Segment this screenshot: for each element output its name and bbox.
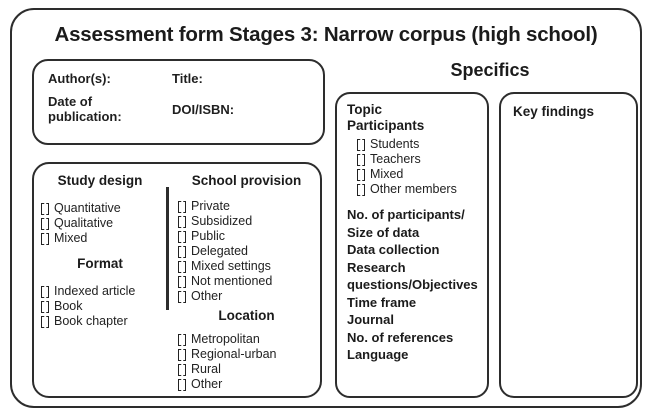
- option-label: Mixed: [370, 167, 404, 181]
- checkbox-icon[interactable]: [178, 230, 186, 243]
- checkbox-icon[interactable]: [41, 202, 49, 215]
- field-item: Language: [347, 347, 409, 362]
- field-item: No. of references: [347, 329, 454, 345]
- checkbox-icon[interactable]: [41, 217, 49, 230]
- key-findings-heading: Key findings: [513, 104, 595, 119]
- field-item: No. of participants/ Size of data: [347, 207, 465, 240]
- option-label: Mixed: [54, 231, 88, 245]
- option-label: Other members: [370, 182, 457, 196]
- checkbox-option[interactable]: Metropolitan: [178, 332, 322, 347]
- option-label: Quantitative: [54, 201, 121, 215]
- checkbox-option[interactable]: Regional-urban: [178, 347, 322, 362]
- checkbox-icon[interactable]: [178, 275, 186, 288]
- checkbox-icon[interactable]: [357, 138, 365, 151]
- option-label: Students: [370, 137, 420, 151]
- checkbox-icon[interactable]: [178, 333, 186, 346]
- checkbox-option[interactable]: Rural: [178, 362, 322, 377]
- checkbox-icon[interactable]: [41, 232, 49, 245]
- school-provision-heading: School provision: [191, 173, 302, 188]
- checkbox-icon[interactable]: [178, 378, 186, 391]
- checkbox-option[interactable]: Other: [178, 377, 322, 392]
- option-label: Other: [191, 289, 223, 303]
- publication-date-label: Date of publication:: [48, 94, 122, 124]
- checkbox-option[interactable]: Other members: [357, 182, 483, 197]
- checkbox-icon[interactable]: [41, 285, 49, 298]
- form-outer-frame: Assessment form Stages 3: Narrow corpus …: [10, 8, 642, 408]
- option-label: Delegated: [191, 244, 248, 258]
- checkbox-option[interactable]: Teachers: [357, 152, 483, 167]
- option-label: Book: [54, 299, 83, 313]
- doi-isbn-label: DOI/ISBN:: [172, 102, 235, 117]
- key-findings-box: Key findings: [499, 92, 638, 398]
- option-label: Book chapter: [54, 314, 128, 328]
- option-label: Mixed settings: [191, 259, 271, 273]
- checkbox-option[interactable]: Public: [178, 229, 322, 244]
- option-label: Private: [191, 199, 230, 213]
- checkbox-icon[interactable]: [178, 245, 186, 258]
- checkbox-option[interactable]: Private: [178, 199, 322, 214]
- checkbox-option[interactable]: Other: [178, 289, 322, 304]
- checkbox-icon[interactable]: [178, 290, 186, 303]
- checkbox-icon[interactable]: [357, 168, 365, 181]
- checkbox-option[interactable]: Mixed settings: [178, 259, 322, 274]
- specifics-heading: Specifics: [450, 60, 530, 80]
- option-label: Not mentioned: [191, 274, 273, 288]
- checkbox-option[interactable]: Book: [41, 299, 166, 314]
- checkbox-icon[interactable]: [178, 200, 186, 213]
- field-item: Research questions/Objectives: [347, 259, 478, 293]
- study-design-heading: Study design: [57, 173, 143, 188]
- checkbox-icon[interactable]: [178, 260, 186, 273]
- checkbox-icon[interactable]: [178, 363, 186, 376]
- checkbox-icon[interactable]: [41, 300, 49, 313]
- checkbox-option[interactable]: Mixed: [357, 167, 483, 182]
- participants-heading: Participants: [347, 118, 425, 133]
- option-label: Rural: [191, 362, 221, 376]
- option-label: Metropolitan: [191, 332, 260, 346]
- option-label: Other: [191, 377, 223, 391]
- field-item: Time frame: [347, 294, 417, 310]
- checkbox-option[interactable]: Subsidized: [178, 214, 322, 229]
- bibliography-box: Author(s): Title: Date of publication: D…: [32, 59, 325, 145]
- checkbox-option[interactable]: Mixed: [41, 231, 166, 246]
- field-item: Data collection: [347, 242, 440, 257]
- option-label: Teachers: [370, 152, 421, 166]
- checkbox-option[interactable]: Not mentioned: [178, 274, 322, 289]
- form-title: Assessment form Stages 3: Narrow corpus …: [54, 23, 598, 46]
- option-label: Public: [191, 229, 226, 243]
- title-label: Title:: [172, 71, 203, 86]
- checkbox-option[interactable]: Qualitative: [41, 216, 166, 231]
- field-item: Journal: [347, 312, 394, 327]
- checkbox-icon[interactable]: [357, 183, 365, 196]
- authors-label: Author(s):: [48, 71, 111, 86]
- checkbox-icon[interactable]: [178, 348, 186, 361]
- checkbox-icon[interactable]: [178, 215, 186, 228]
- checkbox-option[interactable]: Delegated: [178, 244, 322, 259]
- checkbox-icon[interactable]: [357, 153, 365, 166]
- option-label: Qualitative: [54, 216, 114, 230]
- checkbox-option[interactable]: Book chapter: [41, 314, 166, 329]
- checkbox-icon[interactable]: [41, 315, 49, 328]
- format-heading: Format: [77, 256, 123, 271]
- topic-heading: Topic: [347, 102, 382, 117]
- option-label: Indexed article: [54, 284, 136, 298]
- checkbox-option[interactable]: Quantitative: [41, 201, 166, 216]
- option-label: Subsidized: [191, 214, 253, 228]
- option-label: Regional-urban: [191, 347, 277, 361]
- checkbox-option[interactable]: Indexed article: [41, 284, 166, 299]
- column-divider: [166, 187, 169, 310]
- location-heading: Location: [218, 308, 275, 323]
- checkbox-option[interactable]: Students: [357, 137, 483, 152]
